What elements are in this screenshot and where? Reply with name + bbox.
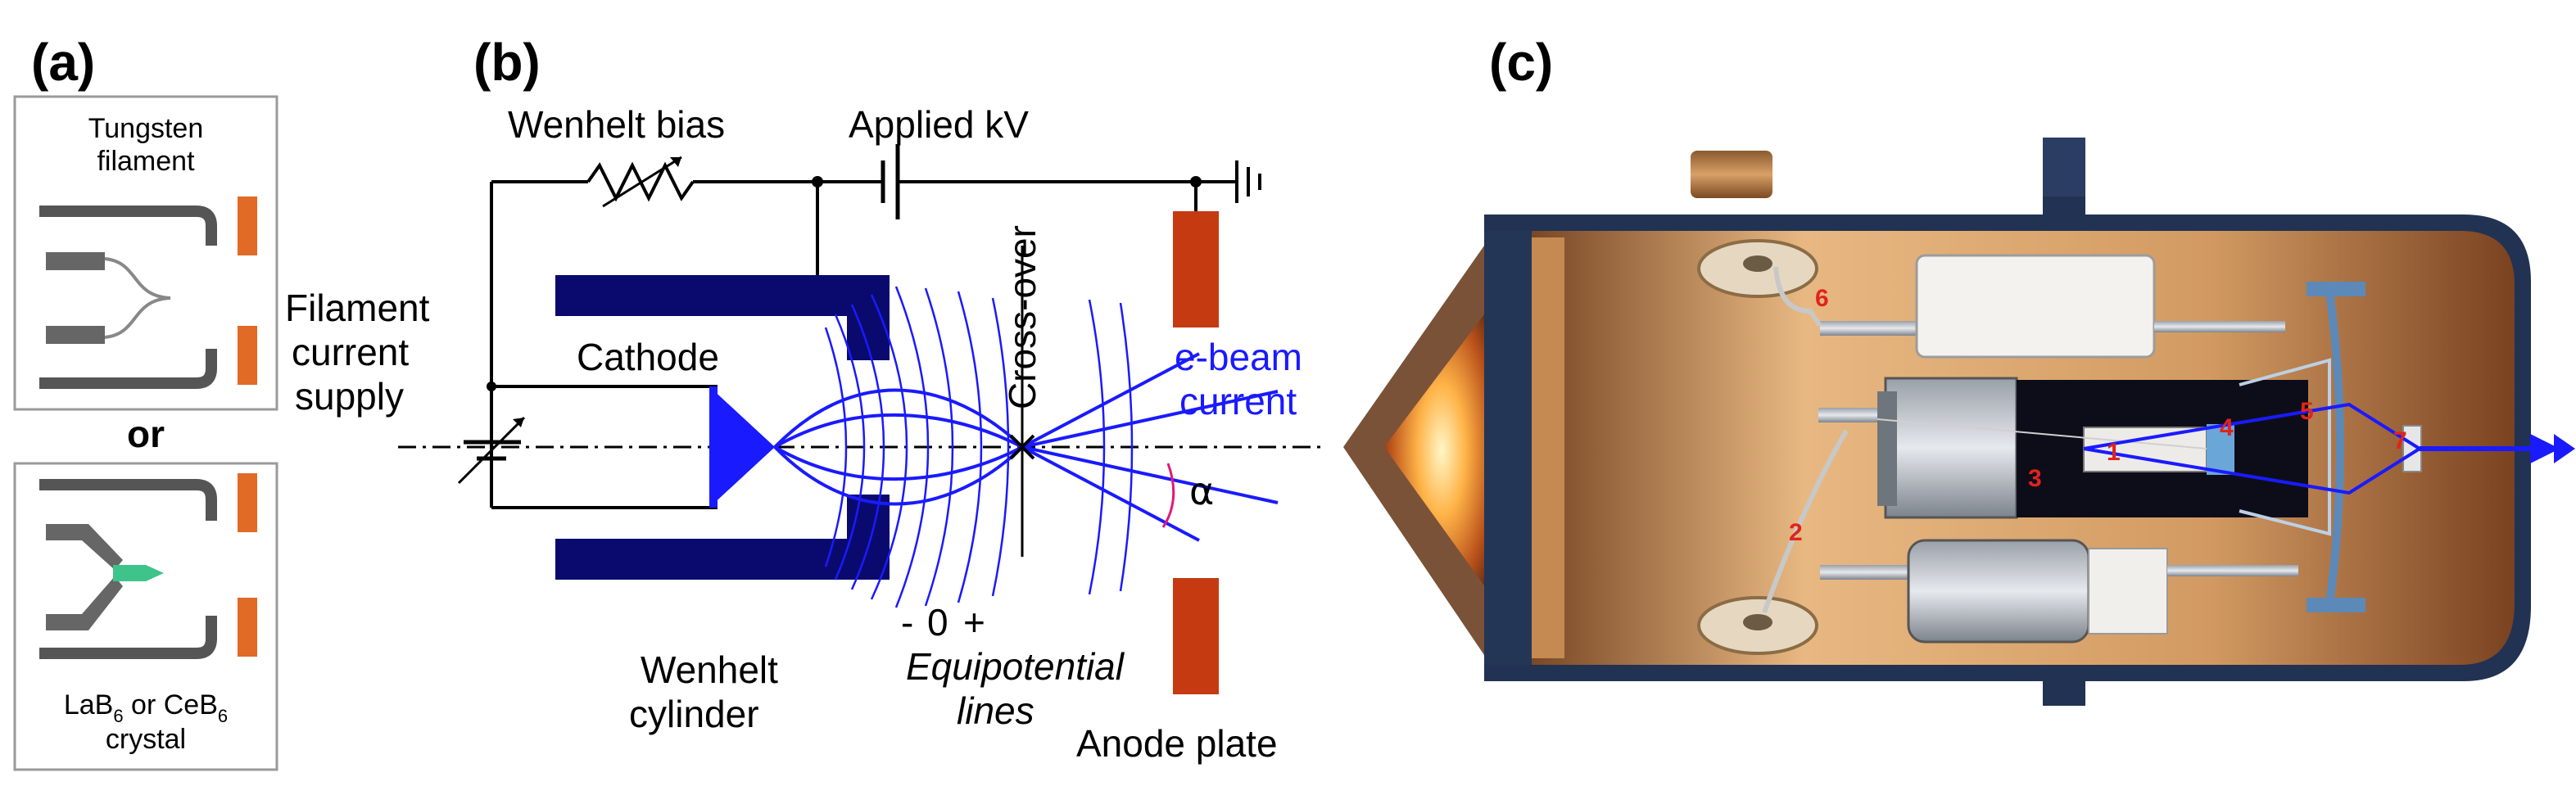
anode-label: Anode plate xyxy=(1076,722,1278,765)
anode-cone xyxy=(2239,358,2331,536)
wehnelt-collar xyxy=(1877,391,1897,506)
bottom-anode-lower xyxy=(238,598,257,657)
left-cone-glow xyxy=(1384,295,1499,606)
resistor-arrow-head xyxy=(670,157,681,167)
tungsten-caption-line2: filament xyxy=(97,146,195,177)
lab6-crystal xyxy=(113,565,164,581)
photo-beam-lower xyxy=(2083,447,2421,495)
top-insulator-center xyxy=(1743,255,1772,272)
top-connector-wire xyxy=(1773,266,1822,328)
or-label: or xyxy=(127,413,165,455)
top-wehnelt-lower xyxy=(39,349,217,389)
wenhelt-label-line2: cylinder xyxy=(629,693,759,735)
photo-label-5: 5 xyxy=(2300,398,2314,425)
wehnelt-cylinder-top xyxy=(555,275,890,360)
panel-b-letter: (b) xyxy=(473,33,541,92)
gun-photo xyxy=(1343,138,2575,706)
bottom-right-rod xyxy=(2167,565,2298,576)
plus-sign: + xyxy=(963,601,985,644)
photo-label-3: 3 xyxy=(2028,465,2042,492)
minus-sign: - xyxy=(901,601,913,644)
photo-label-1: 1 xyxy=(2107,439,2121,466)
filament-wire xyxy=(1877,418,2207,449)
left-collar xyxy=(1532,237,1564,658)
anode-disc xyxy=(2325,291,2344,605)
cathode-tip xyxy=(709,386,775,508)
tungsten-caption-line1: Tungsten xyxy=(88,113,204,144)
beam-arrowhead xyxy=(2554,434,2575,463)
left-endplate xyxy=(1484,231,1532,665)
top-anode-lower xyxy=(238,326,257,385)
top-ceramic-block xyxy=(1915,254,2156,359)
equipotential-lines xyxy=(824,286,1134,608)
supply-variable-arrow xyxy=(457,416,526,485)
zero-sign: 0 xyxy=(927,601,948,644)
anode-disc-bottom xyxy=(2307,598,2365,612)
resistor-variable-arrow xyxy=(602,156,682,208)
bottom-insulator-center xyxy=(1743,614,1772,630)
cathode-label: Cathode xyxy=(577,336,719,378)
applied-kv-label: Applied kV xyxy=(849,103,1029,146)
photo-label-4: 4 xyxy=(2220,414,2234,441)
photo-label-6: 6 xyxy=(1815,285,1829,312)
panel-a-letter: (a) xyxy=(31,33,95,92)
wehnelt-block xyxy=(1884,377,2018,519)
anode-plate-upper xyxy=(1173,211,1219,328)
bottom-wehnelt-upper xyxy=(39,479,217,521)
crystal-holder-lower xyxy=(46,576,123,630)
crossover-mark-b xyxy=(1009,434,1035,460)
filament-label-line2: current xyxy=(292,331,409,373)
top-knob xyxy=(1691,151,1772,198)
bottom-connector-wire xyxy=(1762,429,1849,614)
lab6-caption-line1: LaB6 or CeB6 xyxy=(64,689,228,726)
photo-label-7: 7 xyxy=(2393,427,2407,454)
alpha-label: α xyxy=(1189,469,1214,513)
bottom-ceramic xyxy=(2088,548,2168,635)
crossover-label: Cross-over xyxy=(1001,225,1044,409)
crystal-holder-upper xyxy=(46,524,123,570)
ebeam-label-line1: e-beam xyxy=(1175,336,1302,378)
filament-tip xyxy=(2207,424,2234,475)
panel-a: (a) Tungsten filament or LaB6 or CeB6 cr… xyxy=(13,33,278,771)
filament-label-line1: Filament xyxy=(285,287,430,329)
ebeam-label-line2: current xyxy=(1179,380,1297,422)
electron-beam xyxy=(773,352,1279,542)
bottom-metal-cylinder xyxy=(1907,539,2090,644)
filament-label-line3: supply xyxy=(295,375,404,418)
anode-plate-lower xyxy=(1173,578,1219,694)
alpha-arc xyxy=(1161,463,1175,528)
panel-c-letter: (c) xyxy=(1489,33,1553,92)
panel-b: (b) Wenhelt bias Applied kV Filament cur… xyxy=(285,33,1324,765)
tungsten-filament-wire xyxy=(104,257,171,339)
anode-disc-top xyxy=(2307,282,2365,296)
top-right-rod xyxy=(2154,321,2285,332)
filament-post-lower xyxy=(46,326,105,344)
lab6-caption-line2: crystal xyxy=(106,724,186,755)
wenhelt-bias-label: Wenhelt bias xyxy=(508,103,725,146)
top-anode-upper xyxy=(238,196,257,255)
photo-beam-upper xyxy=(2083,402,2421,450)
top-wehnelt-upper xyxy=(39,206,217,246)
bottom-rod xyxy=(1820,565,1918,580)
equipotential-label-line2: lines xyxy=(957,689,1034,732)
photo-label-2: 2 xyxy=(1789,519,1803,546)
bottom-wehnelt-lower xyxy=(39,616,217,659)
bottom-anode-upper xyxy=(238,473,257,532)
equipotential-label-line1: Equipotential xyxy=(906,645,1125,688)
wehnelt-cylinder-bottom xyxy=(555,495,890,580)
panel-c: (c) xyxy=(1343,33,2575,706)
supply-arrow-head xyxy=(513,418,524,427)
top-rod xyxy=(1820,321,1918,336)
filament-post-upper xyxy=(46,252,105,270)
wenhelt-label-line1: Wenhelt xyxy=(641,648,778,691)
